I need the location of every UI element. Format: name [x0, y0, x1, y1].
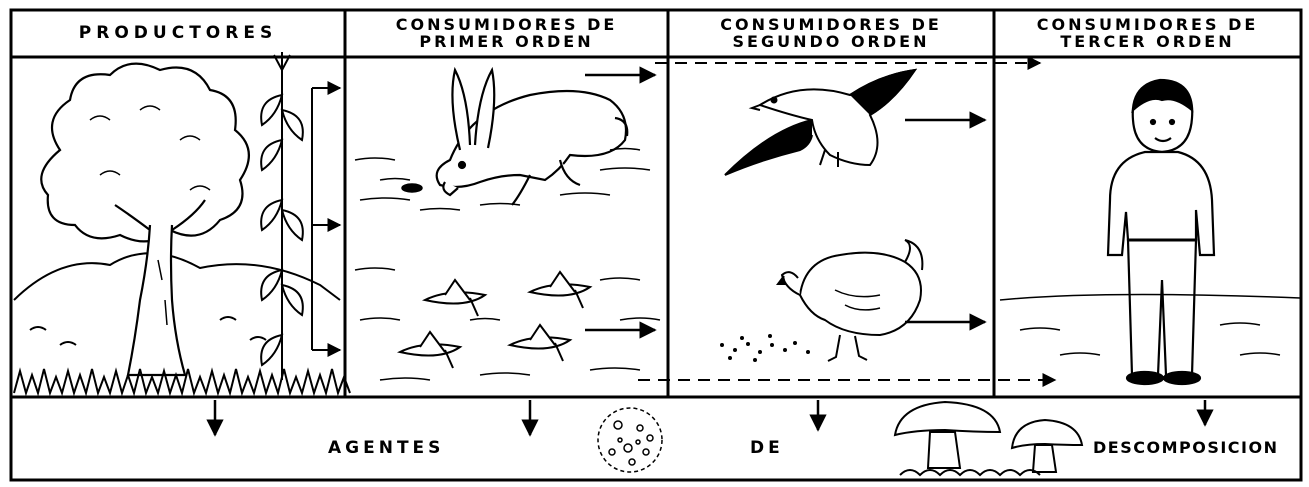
dashed-connectors: [638, 56, 1057, 387]
tertiary-ground: [999, 293, 1301, 356]
header-secondary-consumers: CONSUMIDORES DE SEGUNDO ORDEN: [668, 8, 994, 58]
grass: [13, 367, 351, 397]
header-primary-line1: CONSUMIDORES DE: [395, 15, 618, 34]
header-secondary-line2: SEGUNDO ORDEN: [732, 32, 930, 51]
rabbit-icon: [435, 66, 629, 206]
corn-plant-icon: [260, 52, 304, 380]
header-primary-consumers: CONSUMIDORES DE PRIMER ORDEN: [345, 8, 668, 58]
header-primary-line2: PRIMER ORDEN: [419, 32, 594, 51]
header-tertiary-line1: CONSUMIDORES DE: [1036, 15, 1259, 34]
boy-icon: [1106, 78, 1216, 386]
grain: [720, 334, 810, 362]
producer-arrows: [311, 81, 342, 357]
mushroom-icon: [893, 400, 1084, 477]
grasshopper-ground: [354, 267, 661, 381]
label-de: DE: [750, 438, 784, 458]
primary-arrows: [585, 66, 657, 339]
bacteria-icon: [597, 407, 663, 473]
decomposer-arrows: [206, 400, 1214, 437]
header-producers: PRODUCTORES: [11, 8, 345, 58]
label-descomposicion: DESCOMPOSICION: [1093, 438, 1279, 457]
secondary-arrows: [905, 111, 987, 331]
header-producers-label: PRODUCTORES: [78, 22, 278, 43]
grasshopper-icon: [396, 270, 593, 369]
header-tertiary-line2: TERCER ORDEN: [1060, 32, 1235, 51]
header-tertiary-consumers: CONSUMIDORES DE TERCER ORDEN: [994, 8, 1301, 58]
rabbit-ground: [354, 147, 651, 211]
hen-icon: [776, 239, 924, 362]
header-secondary-line1: CONSUMIDORES DE: [720, 15, 942, 34]
tree-icon: [40, 62, 250, 377]
label-agentes: AGENTES: [328, 438, 445, 458]
frame: [9, 8, 1303, 482]
eagle-icon: [724, 68, 918, 176]
